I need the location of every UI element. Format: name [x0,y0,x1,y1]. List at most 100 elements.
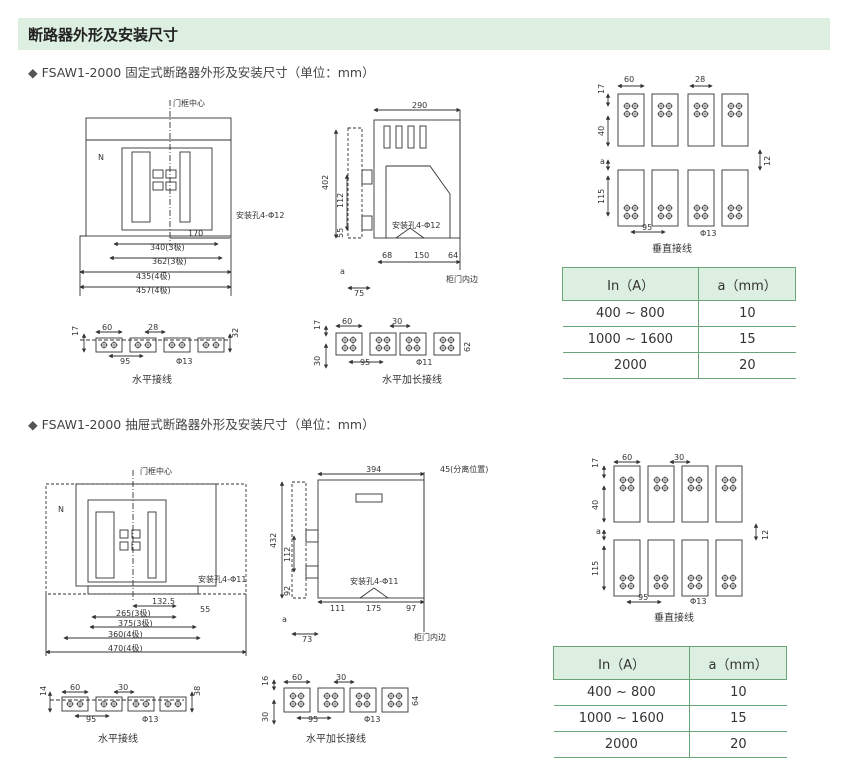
drawout-side-view [279,471,425,637]
dim-92: 92 [283,586,292,596]
dim-17: 17 [597,84,606,94]
drawout-vertical-busbar [601,459,759,605]
fixed-horizontal-busbar [80,329,233,359]
dim-73: 73 [302,635,312,644]
dim-a: a [600,157,605,166]
dim-112: 112 [336,193,345,208]
dim-55: 55 [336,228,345,238]
drawout-front-view [45,470,247,656]
dim-17: 17 [591,458,600,468]
current-spacing-table-drawout: In（A） a（mm） 400 ~ 800 10 1000 ~ 1600 15 … [552,646,787,758]
dim-60: 60 [622,453,632,462]
dim-38: 38 [193,686,202,696]
dim-111: 111 [330,604,345,613]
dim-17: 17 [71,326,80,336]
dim-175: 175 [366,604,381,613]
dim-457: 457(4极) [136,285,171,295]
fixed-side-labels: 290 402 112 55 a 68 150 64 75 安装孔4-Φ12 柜… [321,101,478,298]
dim-45-separate: 45(分离位置) [440,464,488,474]
dim-112: 112 [283,547,292,562]
dim-a: a [596,527,601,536]
dim-64: 64 [448,251,458,260]
dim-95: 95 [638,593,648,602]
dim-64: 64 [411,696,420,706]
section-title-fixed: ◆FSAW1-2000 固定式断路器外形及安装尺寸（单位：mm） [28,65,375,80]
dim-40: 40 [597,126,606,136]
header-a: a（mm） [698,267,796,301]
dim-30b: 30 [313,356,322,366]
fixed-vertical-labels: 60 28 17 40 a 115 12 95 Φ13 垂直接线 [597,75,772,255]
vertical-wiring-label: 垂直接线 [652,242,692,255]
dim-95: 95 [308,715,318,724]
drawout-vertical-labels: 60 30 17 40 a 115 12 95 Φ13 垂直接线 [591,453,770,624]
dim-55: 55 [200,605,210,614]
dim-40: 40 [591,500,600,510]
header-bar: 断路器外形及安装尺寸 [18,18,830,50]
dim-60: 60 [342,317,352,326]
fixed-vertical-busbar [605,83,763,235]
drawout-horizontal-ext-busbar [271,679,409,725]
dim-phi13: Φ13 [700,229,716,238]
drawout-horizontal-labels: 14 60 30 38 95 Φ13 水平接线 [39,683,202,745]
pole-n-label: N [58,505,64,514]
page-title: 断路器外形及安装尺寸 [28,26,179,44]
dim-60: 60 [624,75,634,84]
dim-phi13: Φ13 [690,597,706,606]
dim-30: 30 [674,453,684,462]
dim-32: 32 [231,328,240,338]
dim-340: 340(3极) [150,242,185,252]
mount-hole-label: 安装孔4-Φ12 [392,220,440,230]
dim-95: 95 [360,358,370,367]
dim-435: 435(4极) [136,271,171,281]
dim-375: 375(3极) [118,618,153,628]
header-a: a（mm） [689,646,787,680]
dim-17: 17 [313,320,322,330]
diamond-bullet-icon: ◆ [28,65,38,80]
dim-402: 402 [321,175,330,190]
horizontal-ext-wiring-label: 水平加长接线 [306,732,366,745]
mount-hole-label: 安装孔4-Φ11 [350,576,398,586]
dim-phi13: Φ13 [142,715,158,724]
pole-n-label: N [98,153,104,162]
dim-28: 28 [148,323,158,332]
section-title-drawout: ◆FSAW1-2000 抽屉式断路器外形及安装尺寸（单位：mm） [28,417,375,432]
dim-95: 95 [120,357,130,366]
table-row: 400 ~ 800 10 [562,300,796,327]
dim-170: 170 [188,229,203,238]
drawout-side-labels: 394 45(分离位置) 432 112 92 a 111 175 97 73 … [269,464,488,644]
dim-115: 115 [597,189,606,204]
table-row: 2000 20 [562,352,796,379]
dim-60: 60 [102,323,112,332]
dim-phi11: Φ11 [416,358,432,367]
dim-12: 12 [763,156,772,166]
mount-hole-label: 安装孔4-Φ12 [236,210,284,220]
horizontal-wiring-label: 水平接线 [98,732,138,745]
dim-phi13: Φ13 [364,715,380,724]
cabinet-edge-label: 柜门内边 [414,632,446,642]
dim-phi13: Φ13 [176,357,192,366]
mount-hole-label: 安装孔4-Φ11 [198,574,246,584]
dim-16: 16 [261,676,270,686]
horizontal-wiring-label: 水平接线 [132,373,172,386]
dim-68: 68 [382,251,392,260]
dim-60: 60 [292,673,302,682]
dim-30: 30 [392,317,402,326]
current-spacing-table-fixed: In（A） a（mm） 400 ~ 800 10 1000 ~ 1600 15 … [561,267,796,379]
dim-394: 394 [366,465,381,474]
header-in: In（A） [552,646,691,680]
dim-30: 30 [118,683,128,692]
drawout-horizontal-busbar [47,689,195,719]
fixed-horizontal-ext-busbar [323,323,461,369]
table-row: 1000 ~ 1600 15 [553,705,787,732]
fixed-horizontal-labels: 17 60 28 32 95 Φ13 水平接线 [71,323,240,386]
dim-14: 14 [39,686,48,696]
cabinet-edge-label: 柜门内边 [446,274,478,284]
table-row: 400 ~ 800 10 [553,679,787,706]
table-row: 1000 ~ 1600 15 [562,326,796,353]
drawout-horizontal-ext-labels: 16 60 30 30 95 Φ13 64 水平加长接线 [261,673,420,745]
header-in: In（A） [561,267,700,301]
dim-95: 95 [642,223,652,232]
vertical-wiring-label: 垂直接线 [654,611,694,624]
dim-470: 470(4极) [108,643,143,653]
